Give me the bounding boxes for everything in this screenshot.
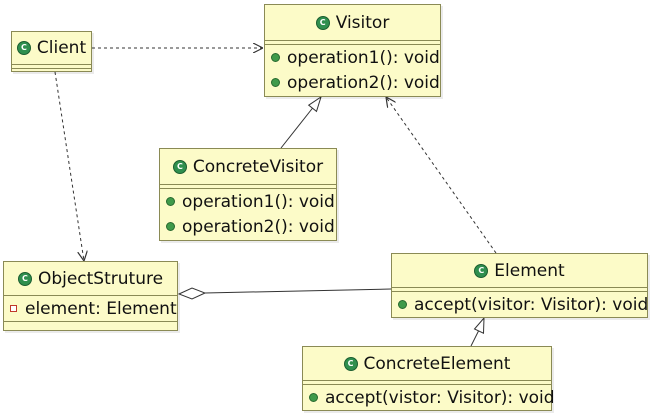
operation-text: operation2(): void bbox=[287, 72, 440, 93]
class-header: C Element bbox=[392, 254, 647, 288]
operation-row: operation2(): void bbox=[160, 214, 336, 239]
class-header: C ConcreteElement bbox=[303, 347, 551, 381]
public-visibility-icon bbox=[166, 222, 175, 231]
operation-text: operation1(): void bbox=[287, 47, 440, 68]
operation-text: accept(vistor: Visitor): void bbox=[325, 387, 555, 408]
class-header: C ConcreteVisitor bbox=[160, 149, 336, 185]
public-visibility-icon bbox=[166, 197, 175, 206]
public-visibility-icon bbox=[271, 53, 280, 62]
class-element[interactable]: C Element accept(visitor: Visitor): void bbox=[391, 253, 648, 318]
public-visibility-icon bbox=[398, 300, 407, 309]
attributes-compartment bbox=[265, 41, 440, 45]
class-icon: C bbox=[17, 271, 32, 286]
edge-concretevisitor-visitor bbox=[280, 104, 316, 149]
attribute-text: element: Element bbox=[25, 298, 177, 319]
class-name: Visitor bbox=[335, 12, 390, 33]
attributes-compartment bbox=[303, 381, 551, 385]
operation-text: accept(visitor: Visitor): void bbox=[414, 294, 649, 315]
class-client[interactable]: C Client bbox=[11, 31, 92, 72]
class-name: Client bbox=[36, 38, 87, 58]
attributes-compartment bbox=[392, 288, 647, 292]
attribute-row: element: Element bbox=[4, 296, 177, 322]
operation-row: accept(vistor: Visitor): void bbox=[303, 385, 555, 410]
class-name: ConcreteVisitor bbox=[192, 156, 324, 177]
class-concrete-element[interactable]: C ConcreteElement accept(vistor: Visitor… bbox=[302, 346, 555, 411]
generalization-arrowhead bbox=[473, 316, 485, 334]
operation-row: operation1(): void bbox=[160, 189, 336, 214]
operation-text: operation2(): void bbox=[182, 216, 335, 237]
class-icon: C bbox=[474, 263, 489, 278]
edge-objectstructure-element bbox=[204, 288, 392, 294]
class-concrete-visitor[interactable]: C ConcreteVisitor operation1(): void ope… bbox=[159, 148, 337, 241]
class-icon: C bbox=[16, 41, 31, 55]
class-name: ObjectStruture bbox=[37, 268, 164, 289]
edge-element-visitor bbox=[386, 97, 497, 254]
aggregation-diamond bbox=[177, 287, 207, 300]
public-visibility-icon bbox=[271, 78, 280, 87]
edge-concreteelement-element bbox=[470, 329, 480, 347]
class-icon: C bbox=[315, 15, 330, 30]
class-visitor[interactable]: C Visitor operation1(): void operation2(… bbox=[264, 4, 441, 97]
class-header: C Client bbox=[12, 32, 91, 65]
operation-text: operation1(): void bbox=[182, 191, 335, 212]
operation-row: accept(visitor: Visitor): void bbox=[392, 292, 649, 317]
edge-client-objectstructure bbox=[54, 71, 84, 261]
class-name: Element bbox=[494, 260, 565, 281]
public-visibility-icon bbox=[309, 393, 318, 402]
class-header: C Visitor bbox=[265, 5, 440, 41]
class-object-structure[interactable]: C ObjectStruture element: Element bbox=[3, 261, 178, 331]
class-icon: C bbox=[172, 159, 187, 174]
generalization-arrowhead bbox=[307, 95, 322, 113]
operation-row: operation1(): void bbox=[265, 45, 440, 70]
operations-compartment bbox=[4, 322, 177, 325]
class-name: ConcreteElement bbox=[363, 353, 511, 374]
operation-row: operation2(): void bbox=[265, 70, 440, 95]
private-visibility-icon bbox=[10, 305, 17, 312]
attributes-compartment bbox=[12, 65, 91, 69]
class-icon: C bbox=[343, 356, 358, 371]
class-header: C ObjectStruture bbox=[4, 262, 177, 296]
attributes-compartment bbox=[160, 185, 336, 189]
